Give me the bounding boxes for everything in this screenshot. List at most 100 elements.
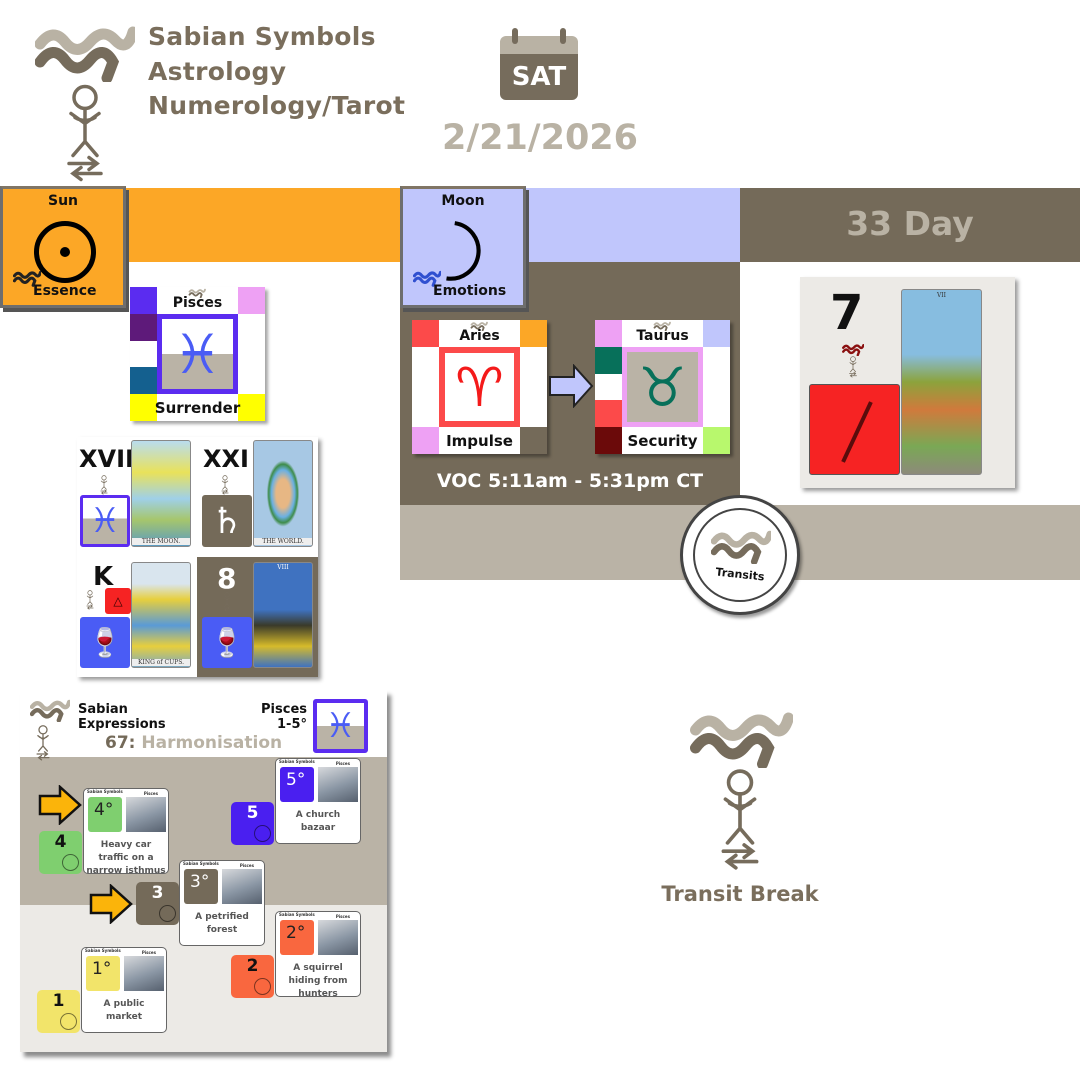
sabian-symbol-text: Heavy car traffic on a narrow isthmus bbox=[86, 840, 166, 874]
water-element-icon: △ bbox=[105, 588, 131, 614]
numerology-symbol-icon bbox=[60, 1013, 77, 1030]
void-of-course-label: VOC 5:11am - 5:31pm CT bbox=[436, 470, 704, 492]
figure-icon bbox=[220, 592, 234, 612]
sabian-card[interactable]: Sabian Symbols Pisces 5° A church bazaar bbox=[275, 758, 361, 844]
card-sign: Pisces bbox=[141, 950, 156, 955]
card-sign: Pisces bbox=[239, 863, 254, 868]
wave-icon bbox=[30, 698, 70, 722]
numerology-badge: 3 bbox=[136, 882, 179, 925]
sabian-degree: 2° bbox=[280, 920, 314, 955]
sabian-image bbox=[318, 920, 358, 955]
cup-icon: 🍷 bbox=[202, 617, 252, 668]
pisces-icon: ♓ bbox=[80, 495, 130, 547]
transit-break-figure-icon bbox=[708, 768, 772, 872]
day-band bbox=[740, 188, 1080, 262]
card-brand: Sabian Symbols bbox=[279, 912, 315, 917]
sign-name: Aries bbox=[459, 328, 500, 344]
moon-keyword: Emotions bbox=[433, 283, 507, 299]
sabian-degree: 3° bbox=[184, 869, 218, 904]
badge-number: 2 bbox=[246, 956, 259, 976]
app-title-line-1: Sabian Symbols bbox=[148, 22, 376, 51]
card-brand: Sabian Symbols bbox=[85, 948, 121, 953]
sabian-card[interactable]: Sabian Symbols Pisces 4° Heavy car traff… bbox=[83, 788, 169, 874]
card-brand: Sabian Symbols bbox=[279, 759, 315, 764]
date-label: 2/21/2026 bbox=[441, 118, 639, 158]
numerology-symbol-icon bbox=[159, 905, 176, 922]
transit-break-label: Transit Break bbox=[661, 882, 819, 906]
sabian-symbol-text: A public market bbox=[103, 999, 145, 1022]
day-number: 7 bbox=[830, 285, 864, 341]
numerology-badge: 4 bbox=[39, 831, 82, 874]
badge-number: 3 bbox=[151, 883, 164, 903]
sabian-symbol-text: A petrified forest bbox=[195, 912, 249, 935]
tarot-card-seven-of-wands[interactable]: VII bbox=[901, 289, 982, 475]
tarot-card-the-world[interactable]: THE WORLD. bbox=[253, 440, 313, 547]
sabian-expressions-panel: Sabian Expressions 67: Harmonisation Pis… bbox=[20, 690, 387, 1052]
moon-box[interactable]: Moon Emotions bbox=[400, 186, 526, 308]
card-brand: Sabian Symbols bbox=[87, 789, 123, 794]
sabian-card[interactable]: Sabian Symbols Pisces 3° A petrified for… bbox=[179, 860, 265, 946]
taurus-icon: ♉ bbox=[622, 347, 703, 427]
sabian-card[interactable]: Sabian Symbols Pisces 1° A public market bbox=[81, 947, 167, 1033]
logo-wave-icon bbox=[35, 22, 135, 82]
wave-icon bbox=[842, 343, 864, 356]
numerology-badge: 1 bbox=[37, 990, 80, 1033]
sun-keyword: Essence bbox=[33, 283, 97, 299]
numerology-symbol-icon bbox=[254, 978, 271, 995]
badge-number: 1 bbox=[52, 991, 65, 1011]
sabian-card[interactable]: Sabian Symbols Pisces 2° A squirrel hidi… bbox=[275, 911, 361, 997]
numerology-badge: 2 bbox=[231, 955, 274, 998]
numerology-badge: 5 bbox=[231, 802, 274, 845]
aries-icon: ♈ bbox=[439, 347, 520, 427]
numerology-symbol-icon bbox=[62, 854, 79, 871]
transits-button[interactable]: Transits bbox=[680, 495, 800, 615]
pisces-icon: ♓ bbox=[313, 699, 368, 753]
saturn-icon: ♄ bbox=[202, 495, 252, 547]
app-title-line-3: Numerology/Tarot bbox=[148, 91, 406, 120]
sign-keyword: Impulse bbox=[446, 432, 513, 450]
sabian-degree: 5° bbox=[280, 767, 314, 802]
arrow-right-icon bbox=[549, 364, 594, 408]
tarot-numeral: K bbox=[93, 562, 114, 592]
highlight-arrow-icon bbox=[38, 785, 82, 825]
moon-to-sign-card[interactable]: Taurus ♉ Security bbox=[595, 320, 730, 454]
calendar-icon: SAT bbox=[500, 28, 578, 100]
app-title-line-2: Astrology bbox=[148, 57, 287, 86]
logo-figure-icon bbox=[55, 82, 115, 185]
wave-icon bbox=[711, 528, 771, 564]
sun-icon bbox=[34, 221, 96, 283]
sign-keyword: Surrender bbox=[154, 399, 241, 417]
day-number-label: 33 Day bbox=[846, 204, 974, 243]
tarot-panel: XVIII ♓ THE MOON. XXI ♄ THE WORLD. K △ 🍷… bbox=[77, 437, 318, 677]
moon-from-sign-card[interactable]: Aries ♈ Impulse bbox=[412, 320, 547, 454]
card-sign: Pisces bbox=[335, 914, 350, 919]
tarot-card-eight-of-cups[interactable]: VIII bbox=[253, 562, 313, 668]
sabian-image bbox=[126, 797, 166, 832]
sign-keyword: Security bbox=[627, 432, 698, 450]
sun-label: Sun bbox=[47, 193, 79, 209]
sun-sign-card[interactable]: Pisces ♓ Surrender bbox=[130, 287, 265, 421]
numerology-symbol-icon bbox=[254, 825, 271, 842]
tarot-card-king-of-cups[interactable]: KING of CUPS. bbox=[131, 562, 191, 668]
figure-icon bbox=[83, 590, 97, 610]
day-card-panel[interactable]: 7 VII bbox=[800, 277, 1015, 488]
sabian-theme: 67: Harmonisation bbox=[105, 733, 283, 753]
sabian-symbol-text: A church bazaar bbox=[295, 810, 341, 833]
sun-box[interactable]: Sun Essence bbox=[0, 186, 126, 308]
figure-icon bbox=[218, 475, 232, 495]
sabian-title: Sabian Expressions bbox=[78, 702, 166, 732]
figure-icon bbox=[97, 475, 111, 495]
sabian-image bbox=[318, 767, 358, 802]
moon-label: Moon bbox=[441, 193, 485, 209]
figure-icon bbox=[846, 356, 860, 378]
tarot-numeral: XXI bbox=[203, 445, 249, 473]
badge-number: 5 bbox=[246, 803, 259, 823]
tarot-card-the-moon[interactable]: THE MOON. bbox=[131, 440, 191, 547]
sign-name: Taurus bbox=[636, 328, 689, 344]
moon-icon bbox=[435, 219, 491, 285]
card-brand: Sabian Symbols bbox=[183, 861, 219, 866]
cup-icon: 🍷 bbox=[80, 617, 130, 668]
pisces-icon: ♓ bbox=[157, 314, 238, 394]
sabian-degree: 4° bbox=[88, 797, 122, 832]
tarot-numeral: 8 bbox=[217, 562, 237, 595]
